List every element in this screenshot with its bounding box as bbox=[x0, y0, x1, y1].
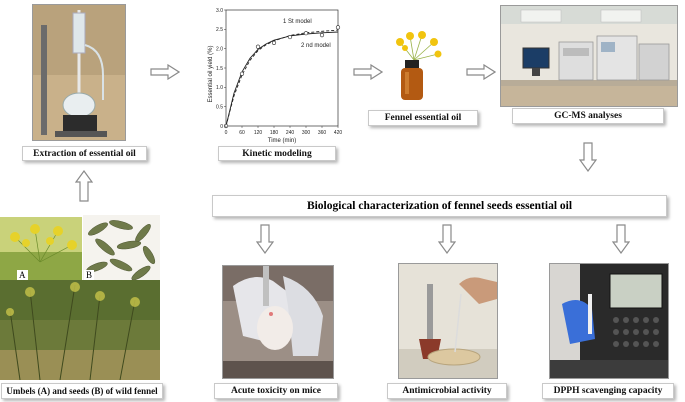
data-point bbox=[303, 31, 309, 36]
arrow-right-icon bbox=[353, 64, 383, 80]
arrow-down-icon bbox=[612, 224, 630, 254]
data-point bbox=[335, 25, 341, 30]
x-tick-label: 420 bbox=[334, 130, 342, 136]
fennel-oil-caption: Fennel essential oil bbox=[368, 110, 478, 126]
dpph-caption: DPPH scavenging capacity bbox=[542, 383, 674, 399]
data-point bbox=[255, 44, 261, 49]
kinetic-caption: Kinetic modeling bbox=[218, 146, 336, 161]
wild-fennel-plant-photo bbox=[0, 280, 160, 380]
fennel-umbels-photo bbox=[0, 217, 82, 280]
dpph-spectrophotometer-photo bbox=[549, 263, 669, 379]
kinetic-legend-second: 2 nd model bbox=[301, 43, 331, 49]
x-tick-label: 300 bbox=[302, 130, 311, 136]
x-tick-label: 60 bbox=[239, 130, 245, 136]
data-point bbox=[271, 40, 277, 45]
toxicity-caption: Acute toxicity on mice bbox=[214, 383, 338, 399]
kinetic-legend-first: 1 St model bbox=[283, 19, 312, 25]
umbels-seeds-caption: Umbels (A) and seeds (B) of wild fennel bbox=[1, 383, 163, 399]
x-tick-label: 360 bbox=[318, 130, 327, 136]
y-tick-label: 0 bbox=[220, 124, 223, 130]
y-tick-label: 1.0 bbox=[216, 85, 223, 91]
data-point bbox=[319, 33, 325, 38]
arrow-right-icon bbox=[466, 64, 496, 80]
arrow-down-icon bbox=[579, 142, 597, 172]
arrow-down-icon bbox=[256, 224, 274, 254]
kinetic-plot-frame bbox=[225, 9, 339, 127]
y-tick-label: 3.0 bbox=[216, 8, 223, 14]
x-tick-label: 120 bbox=[254, 130, 263, 136]
arrow-right-icon bbox=[150, 64, 180, 80]
biological-characterization-banner: Biological characterization of fennel se… bbox=[212, 195, 667, 217]
antimicrobial-caption: Antimicrobial activity bbox=[387, 383, 507, 399]
x-tick-label: 240 bbox=[286, 130, 295, 136]
kinetic-chart: 0 60 120 180 240 300 360 420 0 0.5 1.0 1.5 2.0 2.5 3.0… bbox=[202, 2, 342, 144]
arrow-up-icon bbox=[75, 170, 93, 202]
umbels-label-a: A bbox=[17, 270, 28, 280]
arrow-down-icon bbox=[438, 224, 456, 254]
antimicrobial-photo bbox=[398, 263, 498, 379]
y-tick-label: 0.5 bbox=[216, 104, 223, 110]
fennel-oil-bottle-image bbox=[392, 30, 442, 102]
y-tick-label: 2.0 bbox=[216, 46, 223, 52]
model-line-2 bbox=[225, 29, 339, 127]
x-tick-label: 180 bbox=[270, 130, 279, 136]
y-tick-label: 2.5 bbox=[216, 27, 223, 33]
model-line-1 bbox=[225, 31, 339, 127]
gcms-lab-photo bbox=[500, 5, 678, 107]
data-point bbox=[239, 71, 245, 76]
kinetic-y-label: Essential oil yield (%) bbox=[208, 45, 214, 102]
seeds-label-b: B bbox=[84, 270, 95, 280]
data-point bbox=[287, 34, 293, 40]
fennel-seeds-photo bbox=[83, 215, 160, 280]
x-tick-label: 0 bbox=[225, 130, 228, 136]
y-tick-label: 1.5 bbox=[216, 66, 223, 72]
kinetic-x-label: Time (min) bbox=[268, 138, 296, 144]
extraction-caption: Extraction of essential oil bbox=[22, 146, 147, 161]
gcms-caption: GC-MS analyses bbox=[512, 108, 664, 124]
mice-toxicity-photo bbox=[222, 265, 334, 379]
extraction-apparatus-photo bbox=[32, 4, 126, 141]
